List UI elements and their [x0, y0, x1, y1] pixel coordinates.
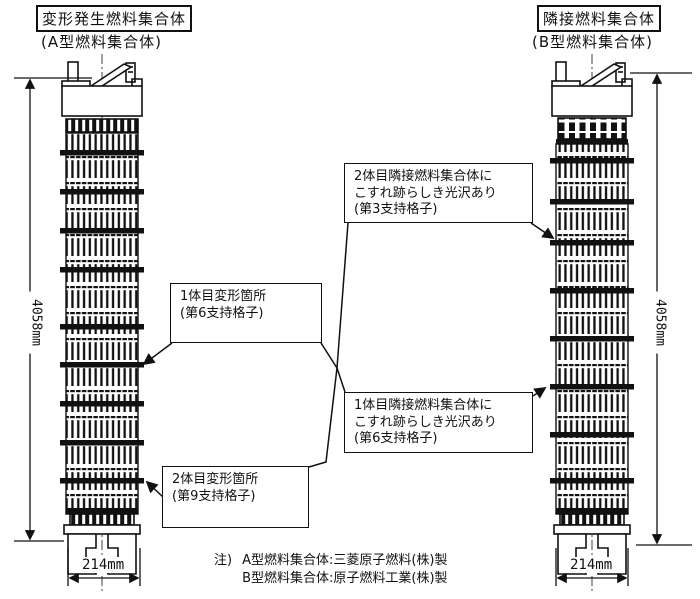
subtitle-right: (B型燃料集合体) — [532, 33, 653, 51]
callout-b-grid3-line2: こすれ跡らしき光沢あり — [354, 185, 497, 201]
callout-b-grid3-line3: (第3支持格子) — [354, 202, 438, 217]
callout-b-grid3-line1: 2体目隣接燃料集合体に — [354, 169, 493, 184]
callout-a-grid9-line1: 2体目変形箇所 — [172, 472, 259, 487]
title-left: 変形発生燃料集合体 — [36, 5, 193, 32]
callout-b-grid6-line2: こすれ跡らしき光沢あり — [354, 414, 497, 430]
callout-a-grid9-line2: (第9支持格子) — [172, 488, 256, 504]
assembly-a — [60, 54, 144, 593]
callout-a-grid9: 2体目変形箇所 (第9支持格子) — [162, 466, 309, 528]
callout-b-grid6: 1体目隣接燃料集合体に こすれ跡らしき光沢あり (第6支持格子) — [344, 392, 533, 453]
title-right: 隣接燃料集合体 — [537, 5, 662, 32]
callout-a-grid6-line1: 1体目変形箇所 — [180, 289, 267, 304]
note-line2: B型燃料集合体:原子燃料工業(株)製 — [242, 570, 448, 586]
manufacturer-note: 注) A型燃料集合体:三菱原子燃料(株)製 B型燃料集合体:原子燃料工業(株)製 — [214, 552, 448, 587]
leader-lines — [142, 222, 555, 498]
callout-b-grid3: 2体目隣接燃料集合体に こすれ跡らしき光沢あり (第3支持格子) — [344, 163, 533, 223]
dim-height-left: 4058mm — [28, 291, 44, 354]
dim-width-left: 214mm — [80, 557, 127, 573]
assembly-b — [550, 54, 634, 593]
dim-height-right: 4058mm — [652, 291, 668, 354]
callout-b-grid6-line3: (第6支持格子) — [354, 431, 438, 446]
note-lines: A型燃料集合体:三菱原子燃料(株)製 B型燃料集合体:原子燃料工業(株)製 — [242, 552, 447, 587]
note-prefix: 注) — [214, 553, 233, 568]
callout-a-grid6-line2: (第6支持格子) — [180, 305, 264, 321]
callout-b-grid6-line1: 1体目隣接燃料集合体に — [354, 398, 493, 413]
callout-a-grid6: 1体目変形箇所 (第6支持格子) — [170, 283, 322, 343]
dim-width-right: 214mm — [568, 557, 615, 573]
note-line1: A型燃料集合体:三菱原子燃料(株)製 — [242, 553, 448, 568]
subtitle-left: (A型燃料集合体) — [41, 33, 162, 51]
